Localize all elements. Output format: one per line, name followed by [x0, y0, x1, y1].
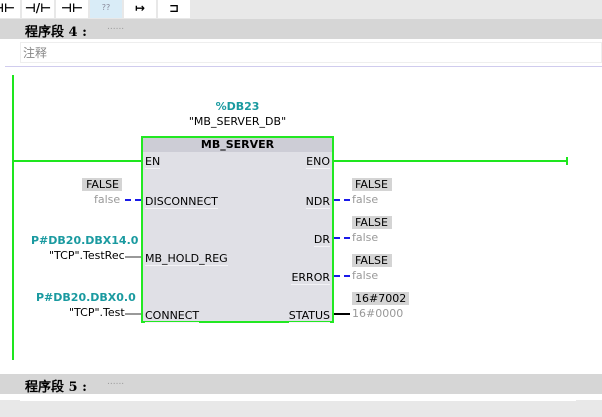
error-monitor: FALSE	[352, 254, 392, 267]
network-4-title: 程序段 4 :	[25, 25, 87, 40]
dr-monitor: FALSE	[352, 216, 392, 229]
network-5-dots: ......	[107, 377, 125, 387]
pin-en: EN	[145, 155, 161, 169]
coil-icon[interactable]: ⊣⊢	[56, 0, 88, 18]
ladder-toolbar: ⊣⊢ ⊣/⊢ ⊣⊢ ?? ↦ ⊐	[0, 0, 602, 19]
rung-out	[333, 160, 567, 162]
contact-nc-icon[interactable]: ⊣/⊢	[22, 0, 54, 18]
status-wire	[334, 313, 350, 315]
network-5-body	[0, 400, 602, 417]
network-4-dots: ......	[107, 22, 125, 32]
pin-error: ERROR	[291, 271, 330, 285]
ndr-value[interactable]: false	[352, 193, 379, 206]
empty-box-icon[interactable]: ??	[90, 0, 122, 18]
connect-address: P#DB20.DBX0.0	[36, 291, 136, 304]
power-rail	[12, 75, 14, 360]
block-title: MB_SERVER	[143, 138, 332, 152]
connect-wire	[125, 313, 141, 315]
mb-hold-reg-address: P#DB20.DBX14.0	[31, 234, 139, 247]
network-5-header[interactable]: 程序段 5 : ......	[0, 374, 602, 395]
pin-mb-hold-reg: MB_HOLD_REG	[145, 252, 228, 266]
disconnect-monitor: FALSE	[82, 178, 122, 191]
mb-hold-reg-wire	[125, 256, 141, 258]
open-branch-icon[interactable]: ↦	[124, 0, 156, 18]
close-branch-icon[interactable]: ⊐	[158, 0, 190, 18]
rung-in	[12, 160, 142, 162]
dr-value[interactable]: false	[352, 231, 379, 244]
disconnect-value[interactable]: false	[94, 193, 121, 206]
status-monitor: 16#7002	[352, 292, 409, 305]
pin-disconnect: DISCONNECT	[145, 195, 218, 209]
divider	[5, 66, 602, 67]
pin-ndr: NDR	[305, 195, 330, 209]
network-4-header[interactable]: 程序段 4 : ......	[0, 19, 602, 40]
status-value[interactable]: 16#0000	[352, 307, 404, 320]
rung-end	[566, 157, 568, 165]
contact-no-icon[interactable]: ⊣⊢	[0, 0, 20, 18]
ndr-monitor: FALSE	[352, 178, 392, 191]
disconnect-wire	[125, 199, 141, 201]
network-4-comment[interactable]: 注释	[20, 42, 602, 63]
connect-tag[interactable]: "TCP".Test	[69, 306, 125, 319]
db-name[interactable]: "MB_SERVER_DB"	[188, 115, 287, 128]
error-value[interactable]: false	[352, 269, 379, 282]
pin-status: STATUS	[288, 309, 330, 323]
mb-hold-reg-tag[interactable]: "TCP".TestRec	[49, 249, 125, 262]
mb-server-block[interactable]: MB_SERVER EN DISCONNECT MB_HOLD_REG CONN…	[141, 136, 334, 323]
db-address: %DB23	[215, 100, 260, 113]
pin-connect: CONNECT	[145, 309, 200, 323]
ndr-wire	[334, 199, 350, 201]
pin-dr: DR	[313, 233, 330, 247]
dr-wire	[334, 237, 350, 239]
error-wire	[334, 275, 350, 277]
network-5-title: 程序段 5 :	[25, 380, 87, 395]
pin-eno: ENO	[306, 155, 330, 169]
